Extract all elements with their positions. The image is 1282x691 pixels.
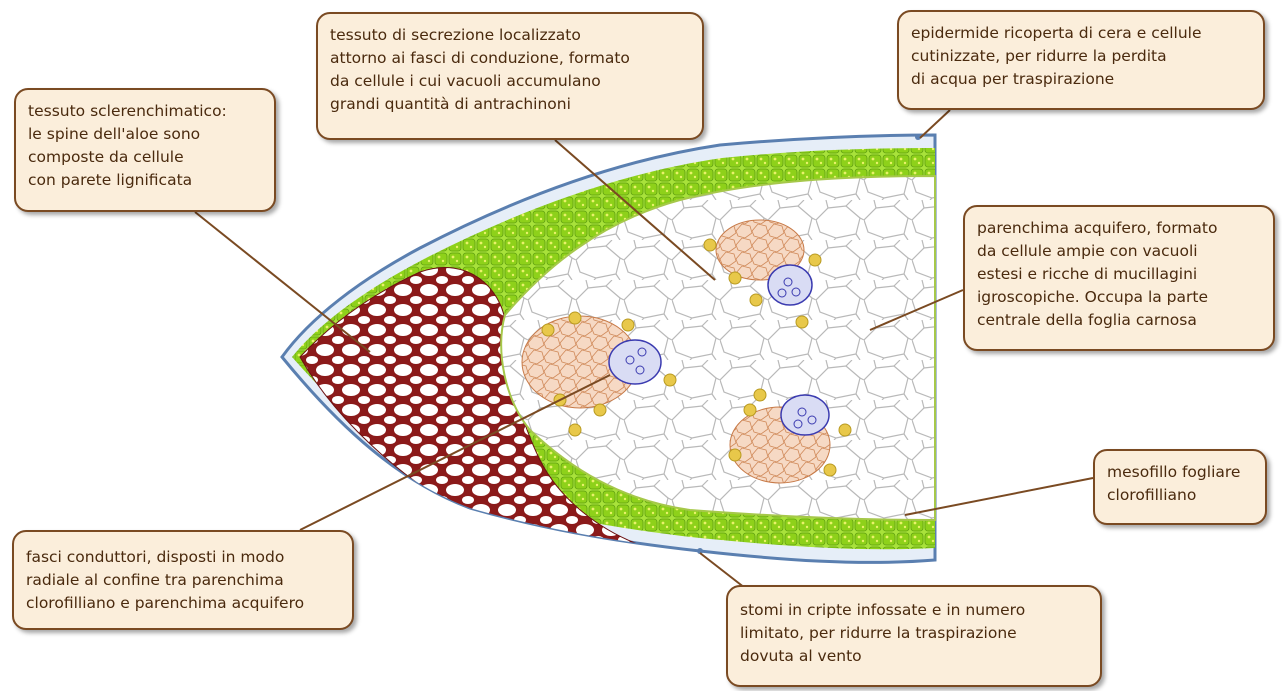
callout-water-parenchyma: parenchima acquifero, formato da cellule… [963,205,1275,351]
callout-mesophyll: mesofillo fogliare clorofilliano [1093,449,1267,525]
callout-vascular-bundles: fasci conduttori, disposti in modo radia… [12,530,354,630]
callout-sclerenchyma: tessuto sclerenchimatico: le spine dell'… [14,88,276,212]
callout-secretion-tissue: tessuto di secrezione localizzato attorn… [316,12,704,140]
callout-stomata: stomi in cripte infossate e in numero li… [726,585,1102,687]
callout-epidermis: epidermide ricoperta di cera e cellule c… [897,10,1265,110]
